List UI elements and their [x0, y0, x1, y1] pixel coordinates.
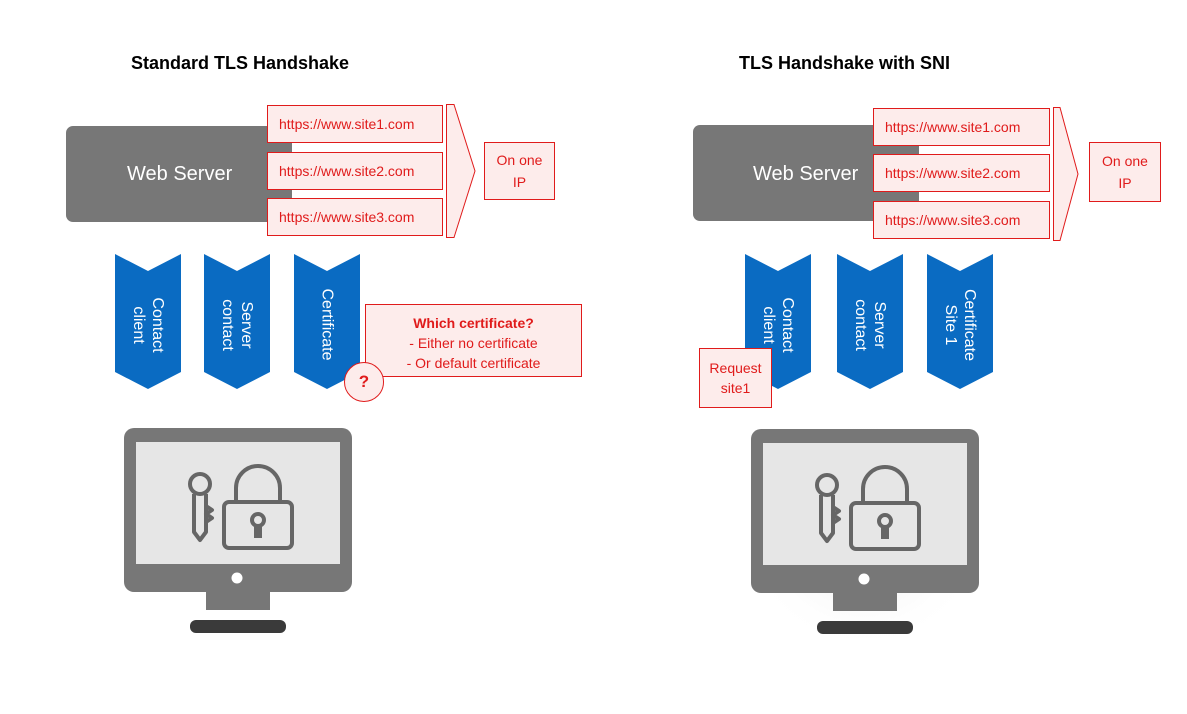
arrow-label-line1: Contact: [149, 297, 166, 353]
server-contact-label: Server contact: [218, 275, 256, 375]
monitor-icon: [740, 415, 988, 651]
arrow-label-line2: contact: [219, 299, 236, 351]
ip-box: On one IP: [484, 142, 555, 200]
server-contact-label: Server contact: [851, 275, 889, 375]
site-box-2: https://www.site2.com: [267, 152, 443, 190]
server-contact-arrow: [204, 254, 270, 389]
question-mark-badge: ?: [344, 362, 384, 402]
padlock-icon: [849, 465, 921, 551]
contact-client-label: Contact client: [129, 275, 167, 375]
ip-label-line1: On one: [1102, 153, 1148, 169]
arrow-label-line1: Certificate: [318, 288, 336, 361]
monitor-icon: [124, 428, 352, 633]
key-icon: [188, 472, 214, 542]
note-line1: - Either no certificate: [409, 335, 538, 351]
key-icon: [815, 473, 841, 543]
sni-tls-panel: TLS Handshake with SNI Web Server https:…: [600, 0, 1187, 714]
ip-label-line2: IP: [512, 174, 527, 190]
ip-label-line1: On one: [496, 152, 543, 168]
request-line2: site1: [720, 380, 751, 396]
standard-tls-panel: Standard TLS Handshake Web Server https:…: [66, 53, 582, 633]
grouping-chevron: [1053, 107, 1079, 241]
panel-title: Standard TLS Handshake: [131, 53, 350, 73]
arrow-label-line2: contact: [852, 299, 869, 351]
note-line2: - Or default certificate: [406, 355, 541, 371]
ip-box: On one IP: [1089, 142, 1161, 202]
note-heading: Which certificate?: [413, 315, 534, 331]
which-certificate-note: Which certificate? - Either no certifica…: [365, 304, 582, 377]
ip-label-line2: IP: [1118, 175, 1132, 191]
server-contact-arrow: [837, 254, 903, 389]
arrow-label-line2: client: [130, 306, 147, 344]
arrow-label-line1: Server: [871, 301, 888, 349]
request-line1: Request: [709, 360, 762, 376]
arrow-label-line1: Server: [238, 301, 255, 349]
grouping-chevron: [446, 104, 476, 238]
site-box-3: https://www.site3.com: [873, 201, 1050, 239]
arrow-label-line2: Site 1: [942, 304, 959, 346]
arrow-label-line1: Contact: [779, 297, 796, 353]
certificate-arrow: [294, 254, 360, 389]
web-server-label: Web Server: [127, 163, 233, 185]
certificate-label: Certificate: [318, 275, 337, 375]
arrow-label-line1: Certificate: [961, 288, 978, 362]
web-server-label: Web Server: [753, 163, 859, 185]
panel-title: TLS Handshake with SNI: [739, 53, 951, 73]
certificate-site1-label: Certificate Site 1: [941, 275, 979, 375]
request-site1-note: Request site1: [699, 348, 772, 408]
site-box-2: https://www.site2.com: [873, 154, 1050, 192]
contact-client-arrow: [115, 254, 181, 389]
certificate-site1-arrow: [927, 254, 993, 389]
site-box-1: https://www.site1.com: [267, 105, 443, 143]
padlock-icon: [222, 464, 294, 550]
site-box-1: https://www.site1.com: [873, 108, 1050, 146]
web-server-block: [66, 126, 292, 222]
site-box-3: https://www.site3.com: [267, 198, 443, 236]
